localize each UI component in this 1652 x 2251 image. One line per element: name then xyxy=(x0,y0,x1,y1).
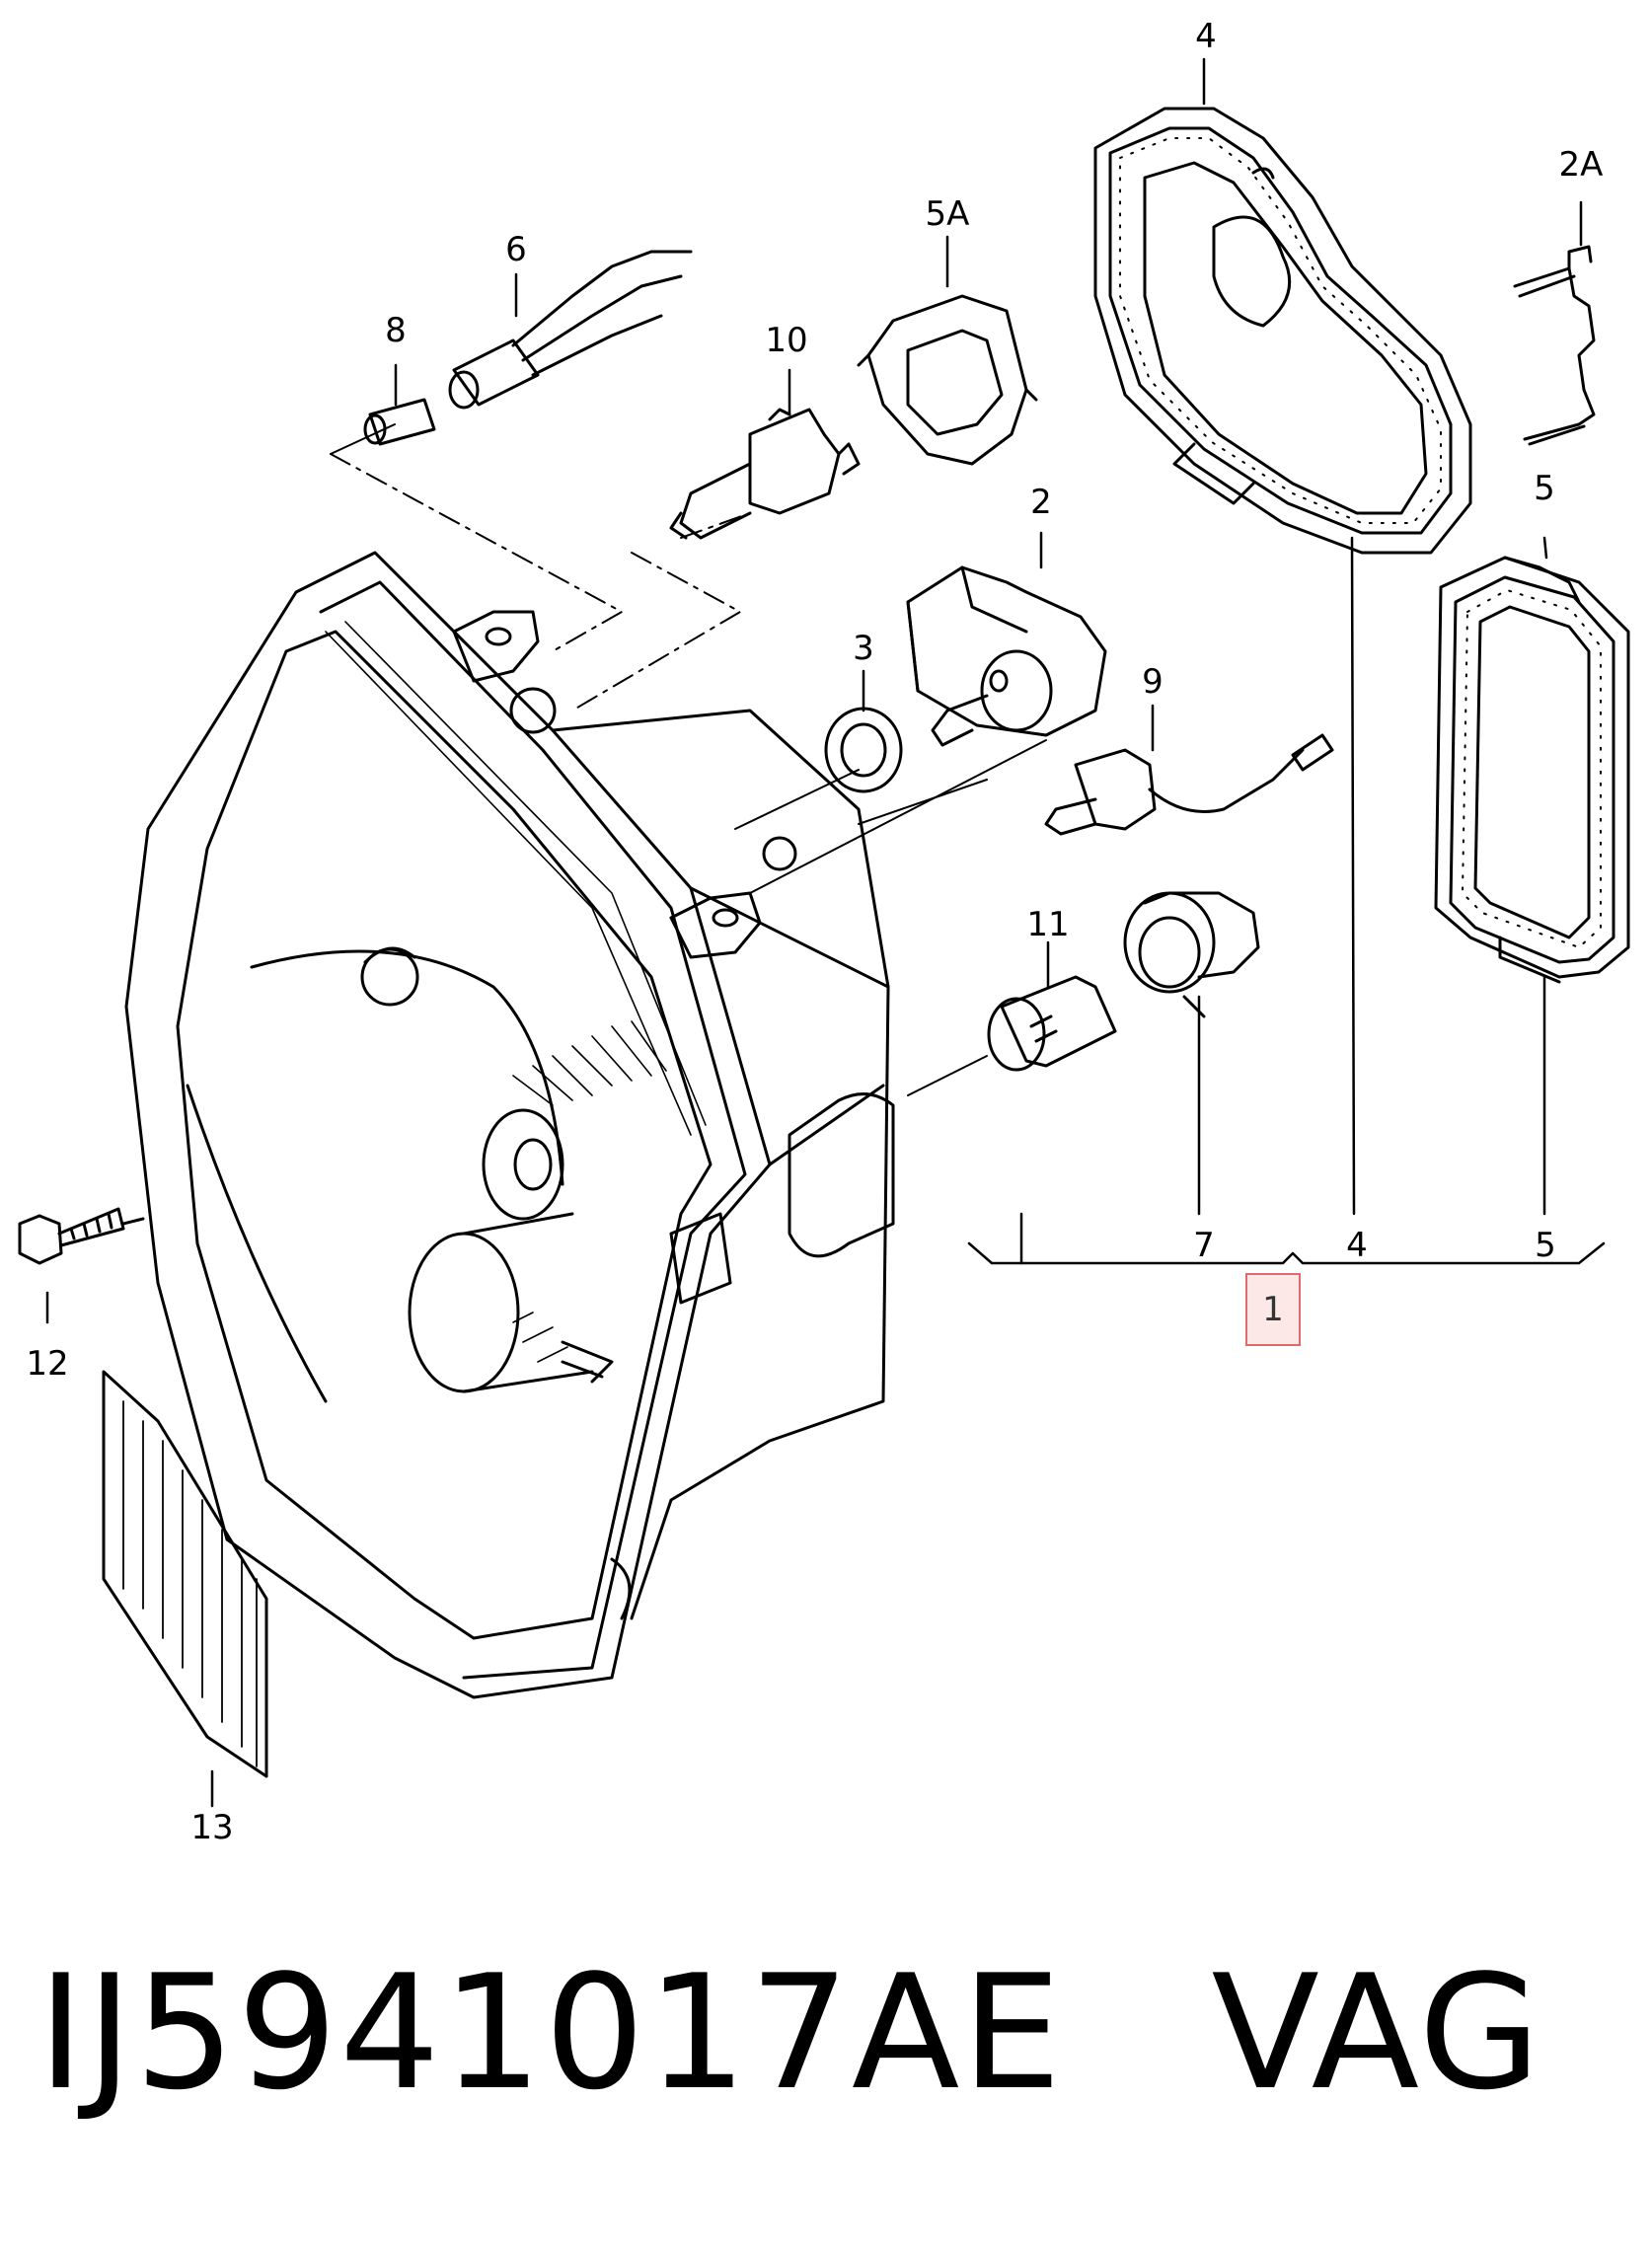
part-10-halogen-bulb xyxy=(669,408,861,540)
dashed-leaders xyxy=(330,453,751,712)
label-5a: 5A xyxy=(925,194,970,234)
label-9: 9 xyxy=(1142,662,1164,702)
part-2a-wire-clip xyxy=(1513,245,1596,446)
label-12: 12 xyxy=(26,1344,69,1384)
part-7-bulb-socket xyxy=(1123,891,1260,1018)
solid-leaders xyxy=(330,423,1047,1096)
label-11: 11 xyxy=(1026,905,1070,944)
headlight-housing xyxy=(124,551,895,1699)
part-6-harness-socket xyxy=(448,250,693,410)
part-12-screw xyxy=(18,1207,145,1265)
label-5-top: 5 xyxy=(1534,469,1555,508)
label-1-highlighted: 1 xyxy=(1245,1273,1301,1346)
part-13-lens-strip xyxy=(102,1370,268,1778)
part-2-adjuster-motor xyxy=(906,565,1107,747)
label-2: 2 xyxy=(1030,483,1052,522)
brand-name: VAG xyxy=(1211,1940,1543,2125)
part-8-wedge-bulb xyxy=(363,398,436,446)
label-8: 8 xyxy=(385,311,407,350)
part-4-cover-gasket xyxy=(1093,107,1472,555)
label-5-bottom: 5 xyxy=(1535,1226,1556,1265)
part-5a-retaining-ring xyxy=(857,294,1038,466)
reflector-hatching xyxy=(325,621,707,1363)
label-2a: 2A xyxy=(1558,145,1604,185)
part-11-indicator-bulb xyxy=(987,975,1117,1072)
headlight-exploded-diagram xyxy=(18,57,1630,1808)
part-5-small-gasket xyxy=(1434,556,1630,984)
label-6: 6 xyxy=(505,230,527,269)
label-leaders xyxy=(45,57,1606,1808)
label-4-top: 4 xyxy=(1195,17,1217,56)
label-3: 3 xyxy=(853,629,874,668)
part-number: IJ5941017AE xyxy=(38,1940,1064,2125)
part-9-bulb-with-lead xyxy=(1044,733,1334,836)
label-10: 10 xyxy=(765,321,808,360)
label-13: 13 xyxy=(190,1808,234,1847)
label-4-bottom: 4 xyxy=(1346,1226,1368,1265)
label-7: 7 xyxy=(1193,1226,1215,1265)
part-number-caption: IJ5941017AE VAG xyxy=(38,1934,1616,2132)
part-3-o-ring xyxy=(824,707,903,793)
